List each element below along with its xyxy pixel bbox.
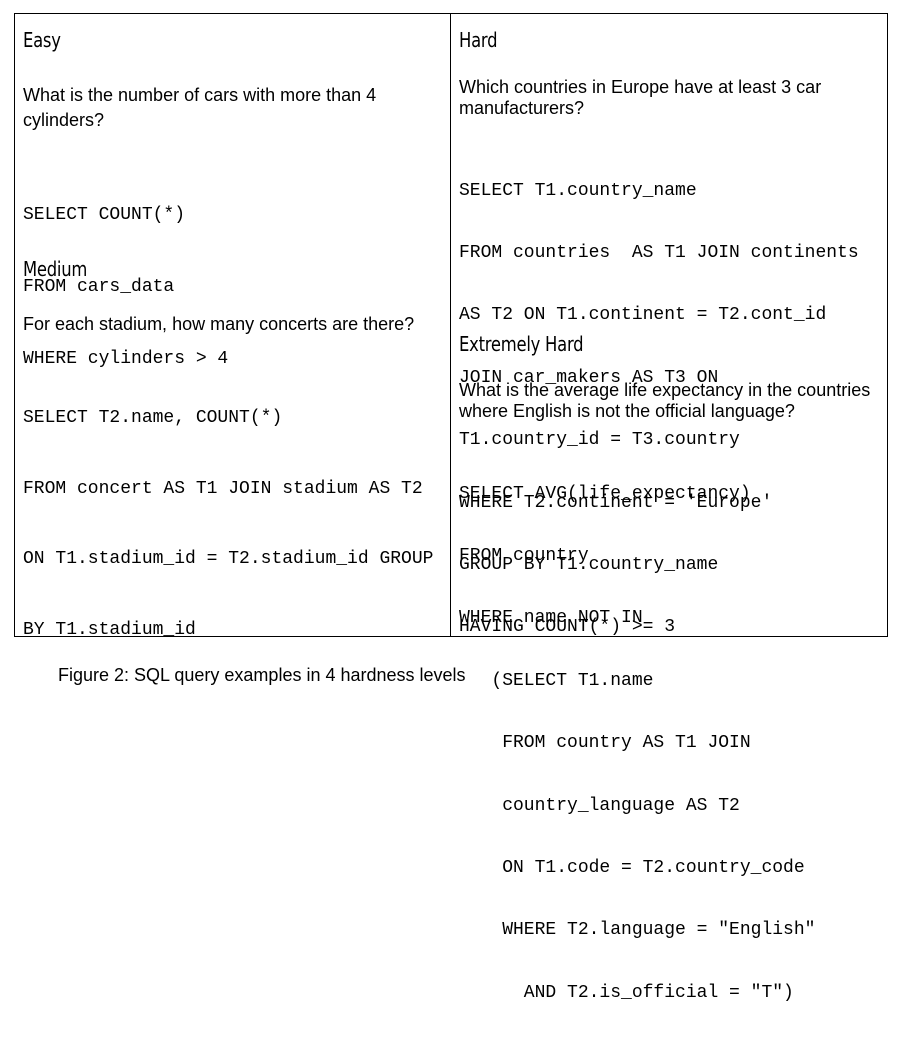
sql-line: SELECT T2.name, COUNT(*): [23, 408, 283, 428]
examples-table: Easy What is the number of cars with mor…: [14, 13, 888, 1003]
sql-line: SELECT T1.country_name: [459, 180, 697, 201]
sql-line: T1.country_id = T3.country: [459, 430, 740, 451]
sql-line: AND T2.is_official = "T"): [459, 982, 794, 1003]
sql-line: GROUP BY T1.country_name: [459, 554, 719, 575]
sql-line: WHERE T2.language = "English": [459, 920, 816, 941]
figure-caption: Figure 2: SQL query examples in 4 hardne…: [58, 665, 466, 685]
sql-line: AS T2 ON T1.continent = T2.cont_id: [459, 305, 827, 326]
medium-question: For each stadium, how many concerts are …: [23, 312, 414, 337]
extremely-hard-heading: Extremely Hard: [459, 332, 584, 356]
question-line: Which countries in Europe have at least …: [459, 77, 822, 97]
medium-sql: SELECT T2.name, COUNT(*) FROM concert AS…: [23, 360, 433, 689]
sql-line: WHERE T2.continent = 'Europe': [459, 492, 773, 513]
column-divider: [450, 14, 451, 636]
sql-line: ON T1.code = T2.country_code: [459, 857, 805, 878]
right-column: Hard Which countries in Europe have at l…: [459, 14, 887, 1003]
sql-line: HAVING COUNT(*) >= 3: [459, 617, 676, 638]
question-line: What is the average life expectancy in t…: [459, 380, 871, 400]
left-column: Easy What is the number of cars with mor…: [23, 14, 445, 640]
question-line: What is the number of cars with more tha…: [23, 85, 377, 105]
sql-line: FROM concert AS T1 JOIN stadium AS T2: [23, 478, 423, 499]
sql-line: country_language AS T2: [459, 795, 740, 816]
extremely-hard-sql: SELECT AVG(life_expectancy) FROM country…: [459, 442, 815, 1045]
question-line: For each stadium, how many concerts are …: [23, 314, 415, 334]
sql-line: ON T1.stadium_id = T2.stadium_id GROUP: [23, 549, 434, 569]
sql-line: WHERE cylinders > 4: [23, 349, 229, 369]
sql-line: WHERE name NOT IN: [459, 608, 643, 629]
easy-sql: SELECT COUNT(*) FROM cars_data WHERE cyl…: [23, 155, 228, 419]
hard-heading: Hard: [459, 28, 498, 52]
question-line: manufacturers?: [459, 98, 585, 118]
hard-question: Which countries in Europe have at least …: [459, 77, 821, 119]
hard-sql: SELECT T1.country_name FROM countries AS…: [459, 139, 859, 680]
sql-line: FROM country AS T1 JOIN: [459, 733, 751, 754]
sql-line: SELECT COUNT(*): [23, 205, 186, 225]
sql-line: FROM country: [459, 545, 589, 566]
easy-question: What is the number of cars with more tha…: [23, 83, 376, 133]
easy-heading: Easy: [23, 28, 61, 52]
sql-line: FROM cars_data: [23, 277, 175, 297]
sql-line: BY T1.stadium_id: [23, 619, 196, 640]
extremely-hard-question: What is the average life expectancy in t…: [459, 380, 870, 422]
medium-heading: Medium: [23, 257, 88, 281]
sql-line: (SELECT T1.name: [459, 670, 654, 691]
question-line: where English is not the official langua…: [459, 401, 795, 421]
sql-line: FROM countries AS T1 JOIN continents: [459, 242, 859, 263]
question-line: cylinders?: [23, 110, 105, 130]
sql-line: JOIN car_makers AS T3 ON: [459, 367, 719, 388]
sql-line: SELECT AVG(life_expectancy): [459, 483, 751, 504]
